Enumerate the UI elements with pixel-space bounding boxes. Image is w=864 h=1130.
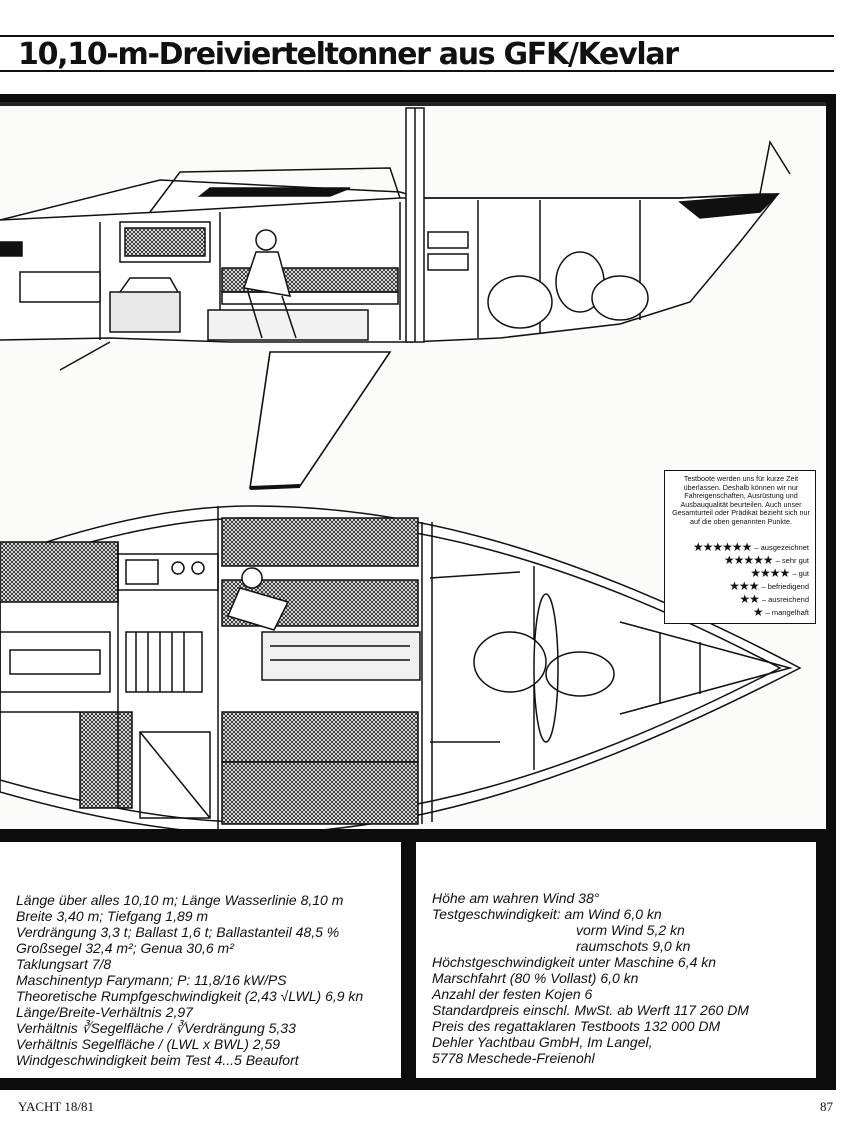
rating-label: – befriedigend xyxy=(761,581,809,591)
spec-line: Theoretische Rumpfgeschwindigkeit (2,43 … xyxy=(16,988,364,1004)
rating-label: – sehr gut xyxy=(775,555,809,565)
specs-right-panel: Höhe am wahren Wind 38° Testgeschwindigk… xyxy=(416,842,816,1078)
article-title: 10,10-m-Dreivierteltonner aus GFK/Kevlar xyxy=(18,37,679,72)
specs-left-panel: Länge über alles 10,10 m; Länge Wasserli… xyxy=(0,842,401,1078)
legend-note: Testboote werden uns für kurze Zeit über… xyxy=(672,474,810,526)
rating-legend: Testboote werden uns für kurze Zeit über… xyxy=(664,470,816,624)
spec-line: Großsegel 32,4 m²; Genua 30,6 m² xyxy=(16,940,234,956)
page-number: 87 xyxy=(820,1099,833,1114)
spec-line: Dehler Yachtbau GmbH, Im Langel, xyxy=(432,1034,653,1050)
plan-view xyxy=(0,505,802,829)
spec-line: 5778 Meschede-Freienohl xyxy=(432,1050,595,1066)
rating-stars: ★★★★★★ xyxy=(692,540,753,554)
side-view xyxy=(0,107,791,371)
spec-line: vorm Wind 5,2 kn xyxy=(576,922,685,938)
spec-line: Verdrängung 3,3 t; Ballast 1,6 t; Ballas… xyxy=(16,924,340,940)
rating-stars: ★★★ xyxy=(729,579,759,593)
rating-row: ★★★★ – gut xyxy=(750,567,809,579)
spec-line: Standardpreis einschl. MwSt. ab Werft 11… xyxy=(432,1002,749,1018)
spec-line: raumschots 9,0 kn xyxy=(576,938,691,954)
keel xyxy=(249,351,392,489)
spec-line: Verhältnis ∛Segelfläche / ∛Verdrängung 5… xyxy=(16,1020,296,1036)
rating-stars: ★★ xyxy=(739,592,759,606)
spec-line: Länge/Breite-Verhältnis 2,97 xyxy=(16,1004,193,1020)
spec-line: Marschfahrt (80 % Vollast) 6,0 kn xyxy=(432,970,639,986)
spec-line: Höchstgeschwindigkeit unter Maschine 6,4… xyxy=(432,954,717,970)
spec-line: Verhältnis Segelfläche / (LWL x BWL) 2,5… xyxy=(16,1036,281,1052)
rating-label: – ausreichend xyxy=(761,594,809,604)
title-rule-top xyxy=(0,35,834,37)
spec-line: Windgeschwindigkeit beim Test 4...5 Beau… xyxy=(16,1052,299,1068)
rating-stars: ★ xyxy=(752,605,764,619)
rating-stars: ★★★★ xyxy=(750,566,790,580)
rating-label: – ausgezeichnet xyxy=(754,542,809,552)
rating-row: ★★ – ausreichend xyxy=(739,593,809,605)
spec-line: Preis des regattaklaren Testboots 132 00… xyxy=(432,1018,721,1034)
boat-cutaway-drawing xyxy=(0,102,826,829)
rating-label: – mangelhaft xyxy=(765,607,809,617)
magazine-issue: YACHT 18/81 xyxy=(18,1099,94,1114)
spec-line: Breite 3,40 m; Tiefgang 1,89 m xyxy=(16,908,209,924)
spec-line: Taklungsart 7/8 xyxy=(16,956,112,972)
spec-line: Anzahl der festen Kojen 6 xyxy=(432,986,593,1002)
specifications-frame: Länge über alles 10,10 m; Länge Wasserli… xyxy=(0,833,836,1090)
spec-line: Maschinentyp Farymann; P: 11,8/16 kW/PS xyxy=(16,972,287,988)
spec-line: Testgeschwindigkeit: am Wind 6,0 kn xyxy=(432,906,662,922)
rating-row: ★★★★★ – sehr gut xyxy=(724,554,809,566)
title-rule-bottom xyxy=(0,70,834,72)
rating-label: – gut xyxy=(792,568,809,578)
spec-line: Länge über alles 10,10 m; Länge Wasserli… xyxy=(16,892,344,908)
rating-stars: ★★★★★ xyxy=(723,553,774,567)
rating-row: ★★★★★★ – ausgezeichnet xyxy=(693,541,809,553)
rating-row: ★ – mangelhaft xyxy=(753,606,809,618)
spec-line: Höhe am wahren Wind 38° xyxy=(432,890,600,906)
boat-illustration: Testboote werden uns für kurze Zeit über… xyxy=(0,102,826,829)
rating-row: ★★★ – befriedigend xyxy=(729,580,809,592)
drawing-frame: Testboote werden uns für kurze Zeit über… xyxy=(0,94,836,836)
